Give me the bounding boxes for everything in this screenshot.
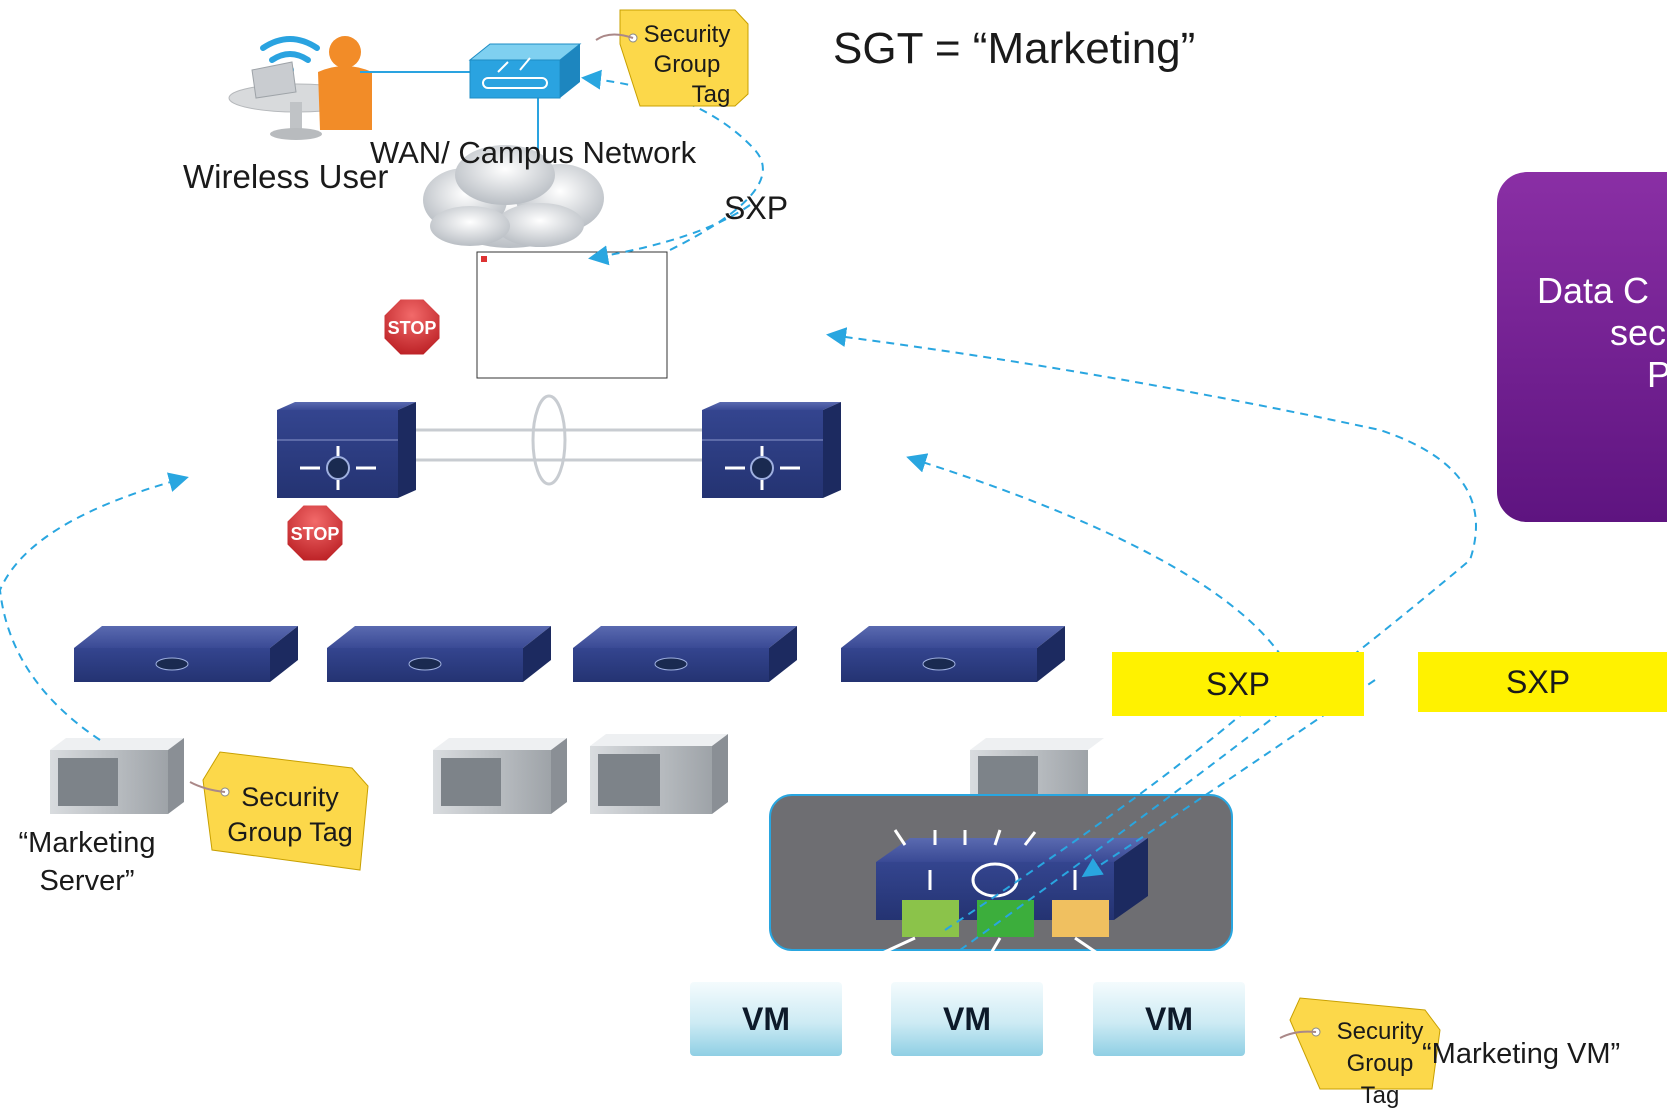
security-tag-icon	[189, 751, 369, 871]
stop-sign-icon: STOP	[381, 296, 443, 358]
vm-box: VM	[1093, 982, 1245, 1056]
stop-sign-icon: STOP	[284, 502, 346, 564]
cloud-icon	[423, 145, 604, 248]
purple-line-2: sec	[1610, 312, 1667, 353]
server-icon	[590, 734, 728, 814]
sxp-arrow	[588, 204, 751, 266]
server-icon	[50, 738, 184, 814]
sxp-arrow	[0, 472, 189, 741]
marketing-server-line-2: Server”	[39, 865, 135, 897]
tag-line-2: Tag	[691, 81, 731, 108]
wireless-user-label: Wireless User	[183, 158, 389, 195]
server-icon	[433, 738, 567, 814]
wireless-user-icon	[228, 36, 372, 140]
core-switch-icon	[277, 402, 416, 498]
marketing-server-line-1: “Marketing	[18, 827, 156, 859]
tag-line-1: Security	[241, 782, 339, 812]
svg-text:STOP: STOP	[388, 318, 437, 338]
access-switch-icon	[573, 626, 797, 682]
server-icon	[970, 738, 1104, 800]
tag-line-2: Group Tag	[1346, 1050, 1414, 1109]
security-tag-text-vm: Security Group Tag	[1325, 1016, 1435, 1112]
tag-line-2: Group Tag	[227, 817, 353, 847]
purple-line-3: P	[1647, 354, 1667, 395]
sxp-highlight-box: SXP	[1418, 652, 1667, 712]
access-switch-icon	[841, 626, 1065, 682]
vm-box: VM	[690, 982, 842, 1056]
vm-box: VM	[891, 982, 1043, 1056]
virtual-switch-panel	[769, 794, 1233, 957]
svg-text:STOP: STOP	[291, 524, 340, 544]
tag-line-1: Security Group	[643, 21, 731, 78]
sxp-label: SXP	[724, 190, 789, 226]
security-tag-text-server: Security Group Tag	[220, 780, 360, 850]
sxp-highlight-box: SXP	[1112, 652, 1364, 716]
security-tag-text-top: Security Group Tag	[622, 20, 752, 110]
purple-line-1: Data C	[1537, 270, 1650, 311]
marketing-server-label: “Marketing Server”	[12, 824, 162, 900]
security-tag-icon	[595, 9, 749, 107]
marketing-vm-label: “Marketing VM”	[1422, 1038, 1621, 1070]
sxp-arrow	[906, 453, 1292, 931]
access-switch-icon	[327, 626, 551, 682]
firewall-placeholder	[476, 251, 668, 379]
purple-callout: Data C sec P	[1497, 172, 1667, 522]
router-icon	[468, 43, 582, 99]
sgt-marketing-label: SGT = “Marketing”	[833, 24, 1196, 73]
core-switch-icon	[702, 402, 841, 498]
user-icon	[318, 36, 372, 130]
core-link	[416, 394, 702, 486]
tag-line-1: Security	[1336, 1018, 1424, 1045]
security-tag-icon	[1279, 997, 1441, 1090]
access-switch-icon	[74, 626, 298, 682]
wan-campus-label: WAN/ Campus Network	[370, 135, 697, 170]
sxp-arrow	[1081, 679, 1376, 878]
